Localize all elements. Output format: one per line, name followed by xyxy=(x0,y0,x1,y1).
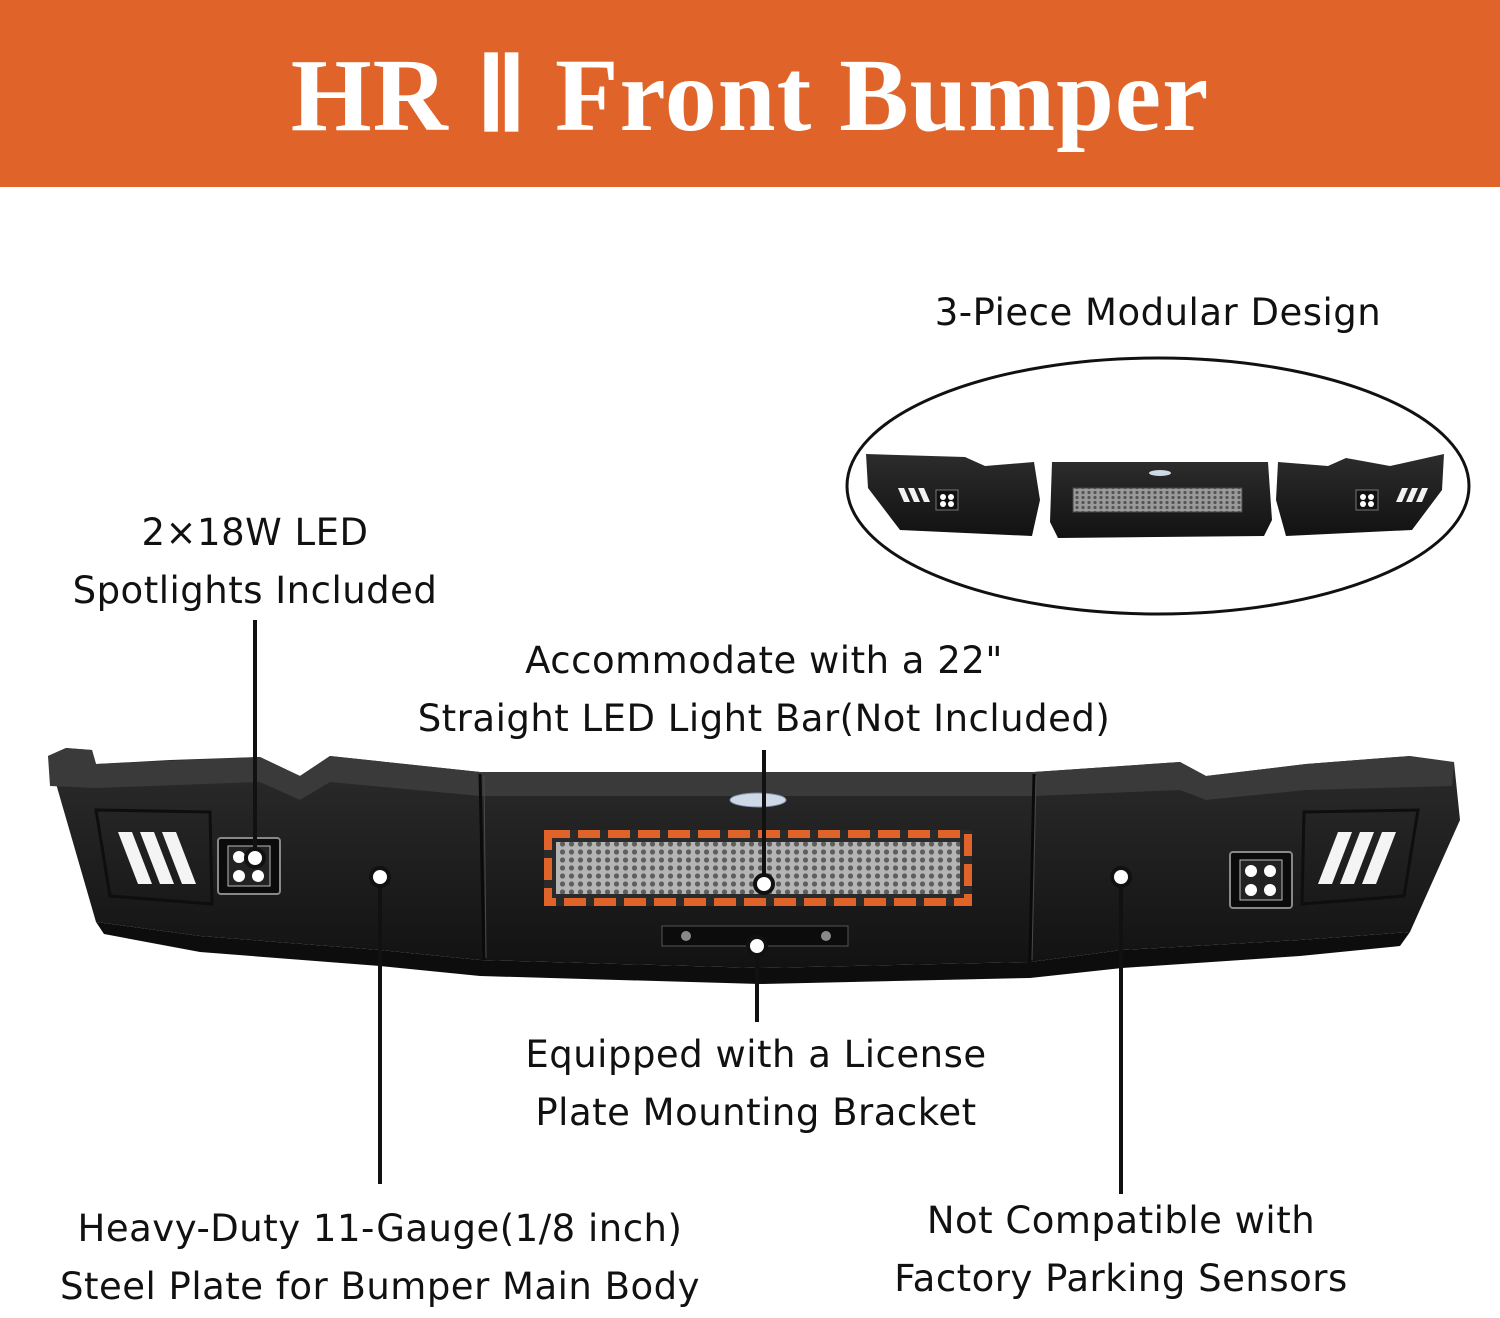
steel-dot xyxy=(369,866,391,888)
brand-badge xyxy=(729,792,787,808)
light-bar-cutout xyxy=(544,830,972,906)
inset-right-spotlight xyxy=(1355,489,1379,511)
title-banner: HR Ⅱ Front Bumper xyxy=(0,0,1500,187)
light-bar-label: Accommodate with a 22" Straight LED Ligh… xyxy=(417,639,1111,740)
modular-inset xyxy=(845,356,1471,616)
spotlights-label: 2×18W LED Spotlights Included xyxy=(72,511,438,612)
right-vent-slots xyxy=(1318,832,1396,884)
lightbar-dot xyxy=(753,873,775,895)
spotlight-dot xyxy=(244,847,266,869)
left-vent-slots xyxy=(118,832,196,884)
modular-design-label: 3-Piece Modular Design xyxy=(934,291,1382,334)
main-bumper xyxy=(48,748,1460,984)
right-spotlight-icon xyxy=(1229,851,1293,909)
bracket-dot xyxy=(746,935,768,957)
parking-sensors-label: Not Compatible with Factory Parking Sens… xyxy=(894,1199,1348,1300)
license-bracket-label: Equipped with a License Plate Mounting B… xyxy=(525,1033,987,1134)
steel-plate-label: Heavy-Duty 11-Gauge(1/8 inch) Steel Plat… xyxy=(59,1207,701,1308)
page-title: HR Ⅱ Front Bumper xyxy=(290,37,1210,153)
callout-leaders xyxy=(244,620,1132,1194)
sensor-dot xyxy=(1110,866,1132,888)
inset-light-bar xyxy=(1072,487,1243,513)
inset-left-spotlight xyxy=(935,489,959,511)
